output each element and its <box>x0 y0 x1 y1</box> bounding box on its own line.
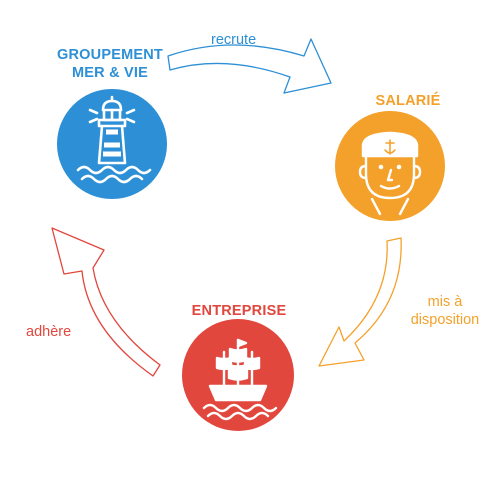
sailor-icon <box>358 131 422 216</box>
groupement-title: GROUPEMENT MER & VIE <box>30 46 190 82</box>
arrow-adhere <box>51 227 161 377</box>
groupement-title-line2: MER & VIE <box>72 65 148 82</box>
mis-a-disposition-label-line2: disposition <box>410 312 480 329</box>
entreprise-title: ENTREPRISE <box>191 303 287 319</box>
lighthouse-icon <box>76 95 152 184</box>
recrute-label: recrute <box>211 32 257 48</box>
ship-icon <box>202 338 278 421</box>
adhere-label: adhère <box>26 324 72 340</box>
mis-a-disposition-label: mis à disposition <box>390 293 500 329</box>
salarie-circle <box>335 111 445 221</box>
salarie-title: SALARIÉ <box>375 93 441 109</box>
groupement-title-line1: GROUPEMENT <box>57 47 163 63</box>
mis-a-disposition-label-line1: mis à <box>427 294 463 310</box>
arrow-mis-a-disposition <box>318 237 402 367</box>
arrow-recrute <box>167 38 332 94</box>
